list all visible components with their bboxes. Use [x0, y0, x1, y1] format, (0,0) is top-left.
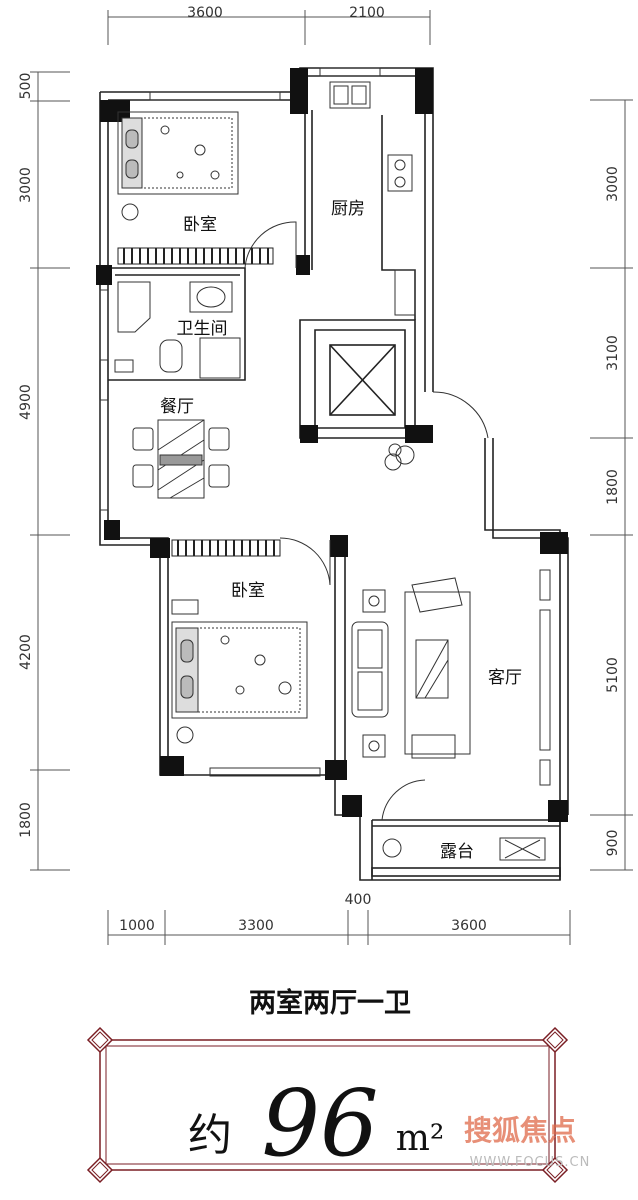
dim-left-5: 1800	[18, 802, 34, 838]
dim-bottom-1: 1000	[119, 918, 155, 934]
label-dining: 餐厅	[160, 397, 194, 417]
dim-right-2: 3100	[605, 335, 621, 371]
dim-right-1: 3000	[605, 166, 621, 202]
wall-columns	[96, 68, 568, 822]
windows	[99, 67, 551, 786]
area-unit: m²	[396, 1118, 445, 1159]
dim-left-4: 4200	[18, 634, 34, 670]
watermark-url: WWW.FOCUS.CN	[470, 1155, 591, 1170]
layout-title: 两室两厅一卫	[249, 987, 411, 1019]
dim-left-3: 4900	[18, 384, 34, 420]
label-bedroom-bottom: 卧室	[231, 581, 265, 601]
watermark-brand: 搜狐焦点	[464, 1114, 576, 1147]
dim-bottom-3: 3600	[451, 918, 487, 934]
bed-bottom	[171, 599, 308, 744]
dim-left-1: 500	[18, 73, 34, 100]
label-living: 客厅	[488, 668, 522, 688]
area-frame	[86, 1026, 569, 1184]
dim-right-3: 1800	[605, 469, 621, 505]
dim-bottom-2: 3300	[238, 918, 274, 934]
doors	[244, 221, 489, 821]
dim-bottom-extra: 400	[345, 892, 372, 908]
kitchen-fixtures	[329, 81, 416, 316]
dim-top-1: 3600	[187, 5, 223, 21]
dining-set	[132, 419, 230, 499]
area-prefix: 约	[188, 1110, 232, 1161]
label-balcony: 露台	[440, 842, 474, 862]
dimension-lines	[30, 10, 633, 945]
living-furniture	[351, 577, 471, 759]
dim-right-4: 5100	[605, 657, 621, 693]
plant-icons	[382, 443, 546, 861]
closets	[117, 247, 281, 557]
dim-left-2: 3000	[18, 167, 34, 203]
dim-top-2: 2100	[349, 5, 385, 21]
bed-top	[117, 111, 239, 221]
bath-fixtures	[114, 281, 241, 379]
label-bathroom: 卫生间	[177, 319, 228, 339]
label-bedroom-top: 卧室	[183, 215, 217, 235]
area-value: 96	[261, 1070, 378, 1177]
label-kitchen: 厨房	[331, 199, 365, 219]
dim-right-5: 900	[605, 830, 621, 857]
